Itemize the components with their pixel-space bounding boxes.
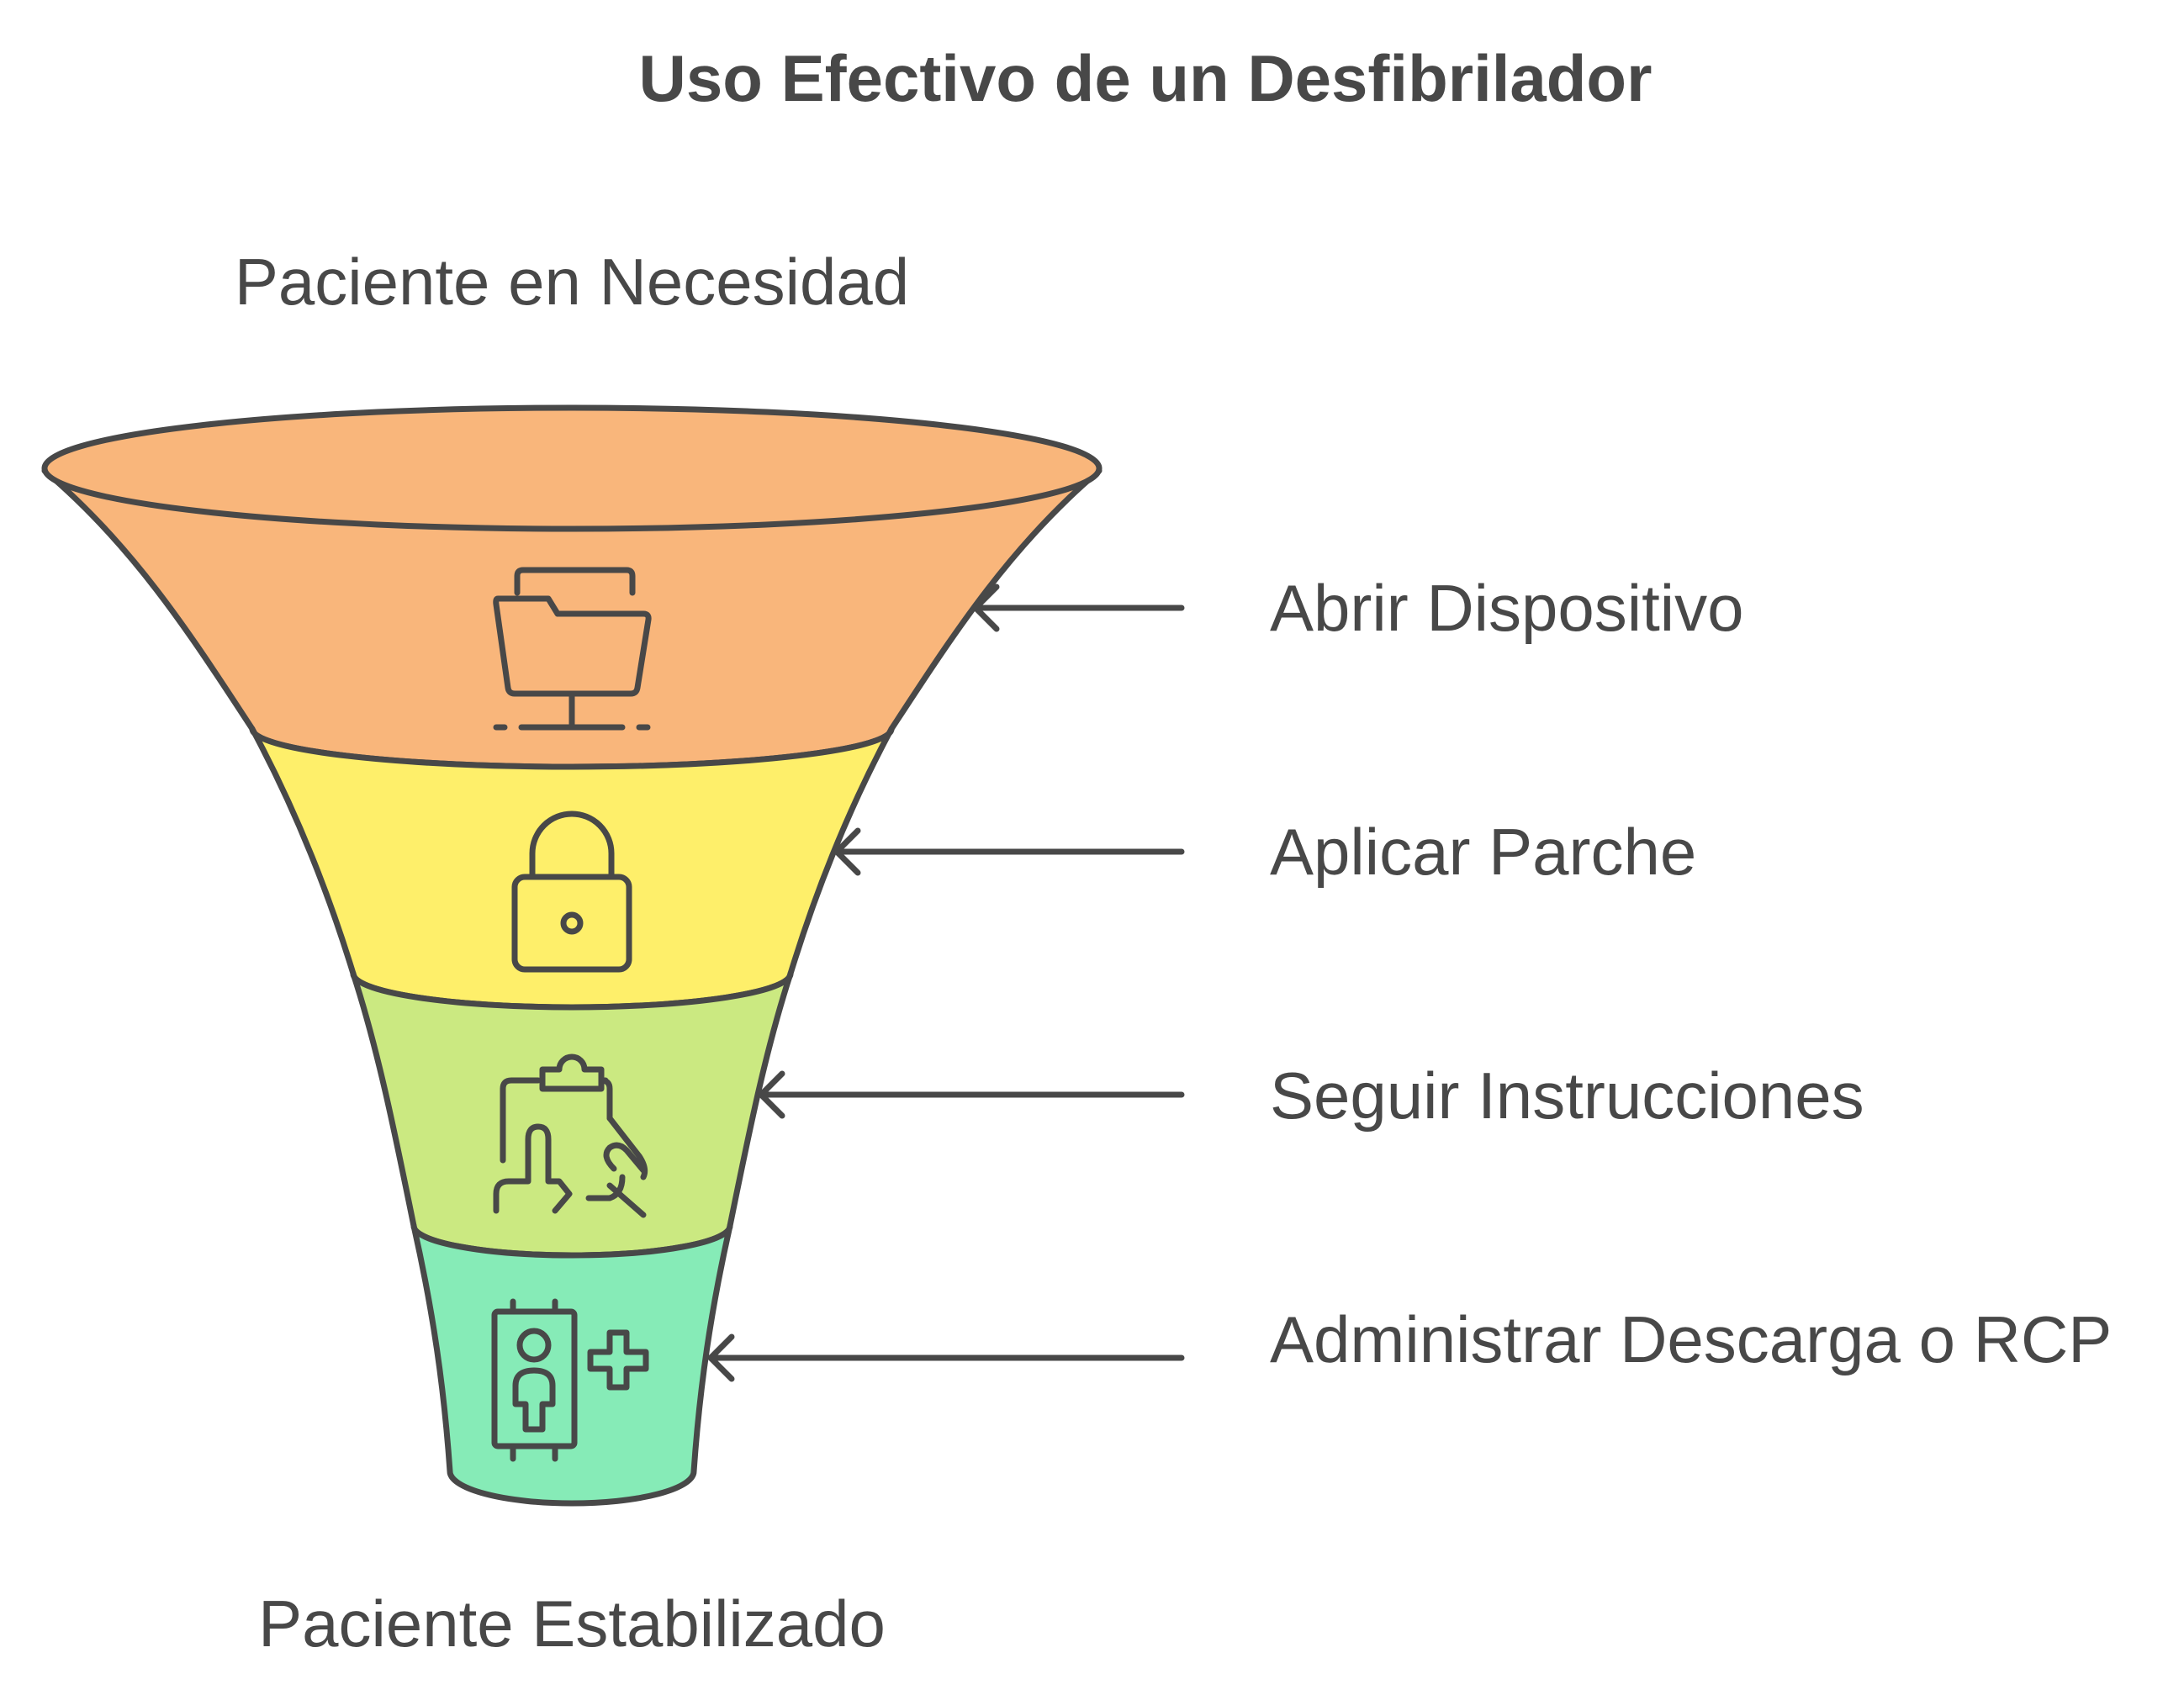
- arrow-4: [707, 1333, 1185, 1382]
- person-medical-cross-icon: [491, 1298, 649, 1462]
- funnel-rim: [41, 404, 1103, 532]
- top-label: Paciente en Necesidad: [235, 245, 909, 319]
- funnel-layer-2: [249, 726, 895, 1011]
- arrow-3: [758, 1070, 1185, 1119]
- stage-label-seguir-instrucciones: Seguir Instrucciones: [1270, 1059, 1864, 1133]
- arrow-2: [833, 827, 1185, 876]
- funnel-layer-3: [350, 970, 794, 1259]
- folder-monitor-icon: [493, 567, 652, 731]
- stage-label-aplicar-parche: Aplicar Parche: [1270, 815, 1696, 889]
- diagram-title: Uso Efectivo de un Desfibrilador: [639, 41, 1653, 115]
- arrow-1: [972, 583, 1185, 632]
- padlock-icon: [511, 811, 632, 973]
- stage-label-administrar-descarga: Administrar Descarga o RCP: [1270, 1302, 2112, 1376]
- funnel-layer-1: [41, 404, 1103, 770]
- bottom-label: Paciente Estabilizado: [258, 1587, 886, 1661]
- layer-3-body: [350, 970, 794, 1259]
- stage-label-abrir-dispositivo: Abrir Dispositivo: [1270, 571, 1743, 645]
- layer-2-body: [249, 726, 895, 1011]
- clipboard-hand-icon: [493, 1053, 648, 1218]
